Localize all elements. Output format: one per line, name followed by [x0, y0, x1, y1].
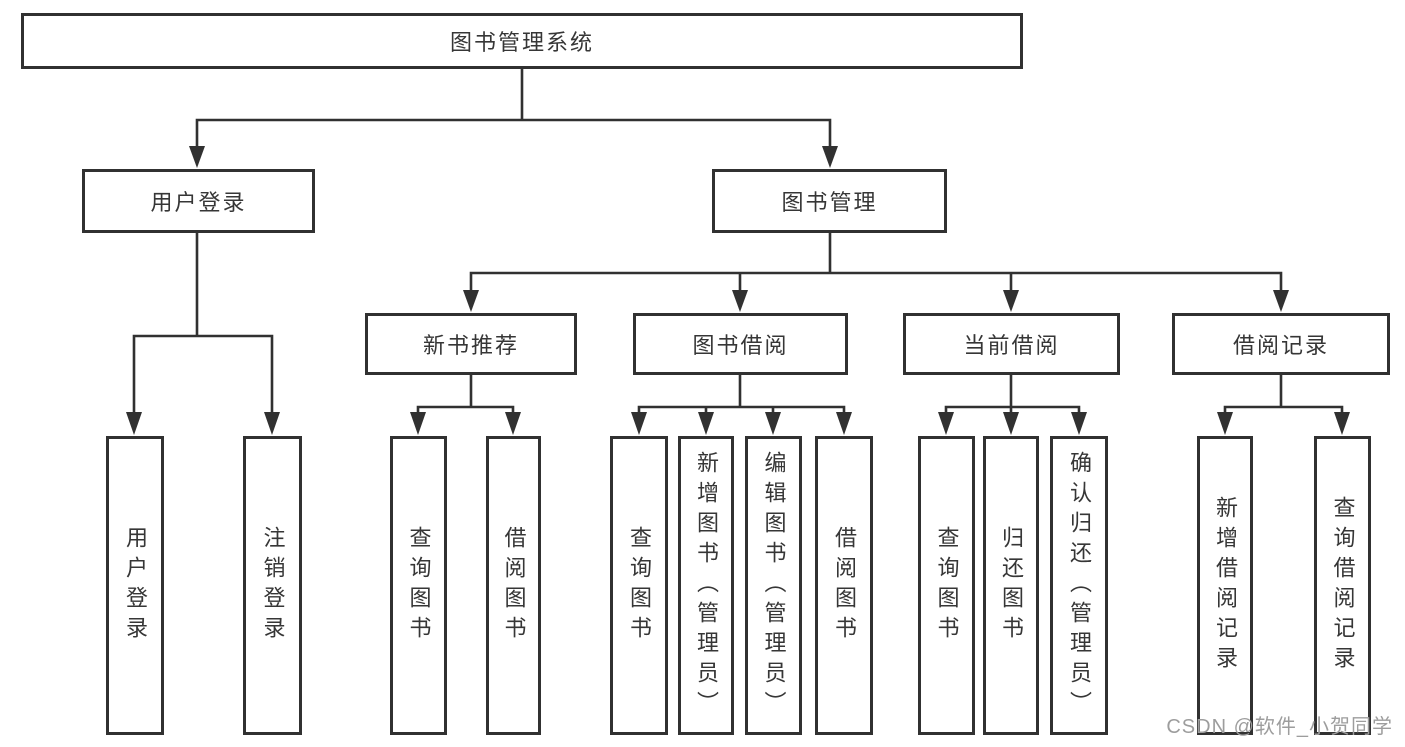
node-label: 借阅图书 — [501, 525, 527, 646]
node-branch-book-management: 图书管理 — [712, 169, 947, 233]
node-label: 注销登录 — [260, 525, 286, 646]
node-leaf-add-book-admin: 新增图书（管理员） — [678, 436, 734, 735]
node-label: 用户登录 — [150, 190, 247, 215]
node-label: 查询借阅记录 — [1330, 495, 1356, 676]
node-label: 新增借阅记录 — [1213, 495, 1238, 676]
csdn-watermark: CSDN @软件_小贺同学 — [1166, 716, 1393, 738]
node-label: 用户登录 — [123, 525, 148, 646]
node-label: 查询图书 — [934, 525, 960, 646]
node-leaf-query-borrow-record: 查询借阅记录 — [1314, 436, 1371, 735]
node-label: 新增图书（管理员） — [694, 450, 719, 721]
node-section-book-borrow: 图书借阅 — [633, 313, 848, 375]
node-leaf-user-login: 用户登录 — [106, 436, 164, 735]
node-label: 借阅记录 — [1232, 333, 1329, 358]
node-label: 图书管理系统 — [449, 30, 594, 55]
node-section-borrow-records: 借阅记录 — [1172, 313, 1390, 375]
node-leaf-confirm-return-admin: 确认归还（管理员） — [1050, 436, 1108, 735]
node-leaf-recommend-query-book: 查询图书 — [390, 436, 447, 735]
node-label: 借阅图书 — [832, 525, 857, 646]
node-label: 图书借阅 — [692, 333, 789, 358]
node-label: 查询图书 — [406, 525, 432, 646]
node-label: 确认归还（管理员） — [1067, 450, 1092, 721]
node-leaf-edit-book-admin: 编辑图书（管理员） — [745, 436, 802, 735]
node-root-library-system: 图书管理系统 — [21, 13, 1023, 69]
node-branch-user-login: 用户登录 — [82, 169, 315, 233]
node-leaf-recommend-borrow-book: 借阅图书 — [486, 436, 541, 735]
node-section-current-borrow: 当前借阅 — [903, 313, 1120, 375]
node-label: 新书推荐 — [422, 333, 519, 358]
node-leaf-add-borrow-record: 新增借阅记录 — [1197, 436, 1253, 735]
node-section-new-book-recommend: 新书推荐 — [365, 313, 577, 375]
node-leaf-logout: 注销登录 — [243, 436, 302, 735]
node-leaf-return-book: 归还图书 — [983, 436, 1039, 735]
node-label: 归还图书 — [999, 525, 1024, 646]
node-leaf-borrow-book: 借阅图书 — [815, 436, 873, 735]
node-label: 当前借阅 — [963, 333, 1060, 358]
node-leaf-borrow-query-book: 查询图书 — [610, 436, 668, 735]
node-leaf-current-query-book: 查询图书 — [918, 436, 975, 735]
node-label: 查询图书 — [627, 525, 652, 646]
node-label: 编辑图书（管理员） — [761, 450, 787, 721]
node-label: 图书管理 — [781, 190, 878, 215]
